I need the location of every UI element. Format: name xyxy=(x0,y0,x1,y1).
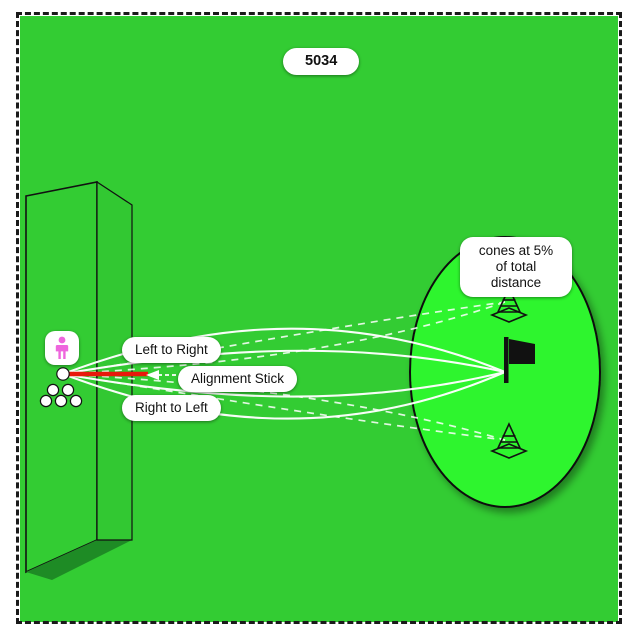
pile-ball xyxy=(39,394,53,408)
pile-ball xyxy=(69,394,83,408)
pile-ball xyxy=(46,383,60,397)
hitting-bay-wall xyxy=(25,180,133,580)
label-left-to-right: Left to Right xyxy=(122,337,221,363)
golf-balls xyxy=(39,367,83,408)
player-avatar xyxy=(45,331,79,365)
cone-guide-lines xyxy=(62,301,506,441)
traffic-cone-icon-lower xyxy=(489,422,529,459)
person-icon xyxy=(55,336,69,359)
pile-ball xyxy=(61,383,75,397)
cones-note: cones at 5% of total distance xyxy=(460,237,572,297)
cones-note-line2: of total distance xyxy=(490,258,542,290)
pile-ball xyxy=(54,394,68,408)
cones-note-line1: cones at 5% xyxy=(478,243,554,258)
traffic-cone-icon-upper xyxy=(489,286,529,323)
label-right-to-left: Right to Left xyxy=(122,395,221,421)
title-badge: 5034 xyxy=(283,48,360,76)
golf-flag-icon xyxy=(504,337,535,383)
alignment-stick-pointer xyxy=(146,370,176,380)
tee-ball xyxy=(56,367,70,381)
label-alignment-stick: Alignment Stick xyxy=(178,366,298,392)
